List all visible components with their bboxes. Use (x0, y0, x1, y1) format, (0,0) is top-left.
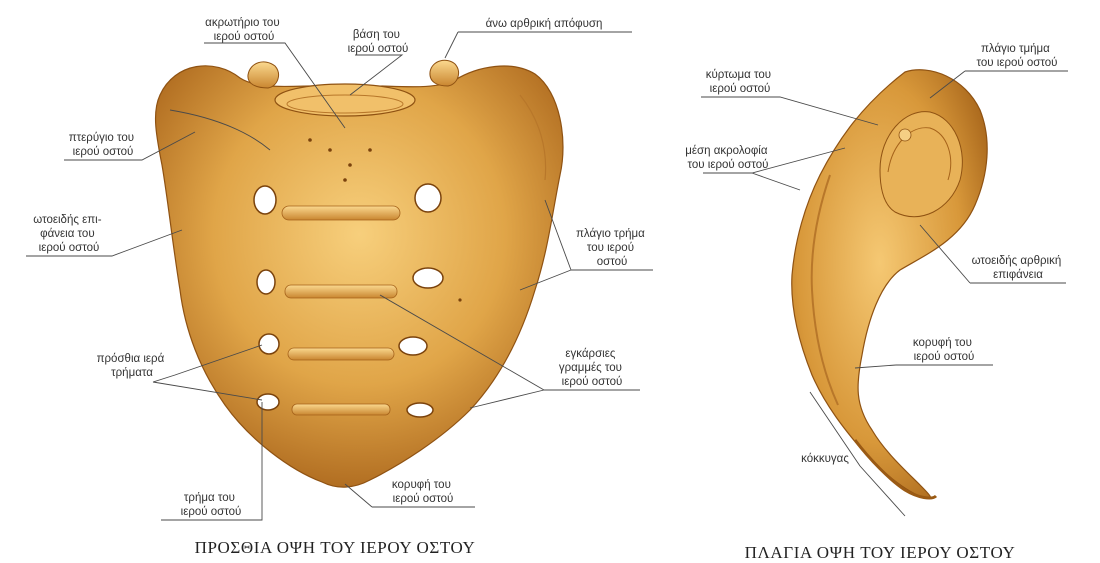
right-articular-process (430, 60, 459, 86)
foramen-left-1 (254, 186, 276, 214)
label-auricular-side: ωτοειδής αρθρική επιφάνεια (972, 255, 1065, 281)
label-apex-side: κορυφή του ιερού οστού (913, 337, 975, 363)
label-foramen: τρήμα του ιερού οστού (181, 492, 242, 518)
label-lateral-part-front: πλάγιο τρήμα του ιερού οστού (576, 228, 648, 268)
label-superior-articular: άνω αρθρική απόφυση (486, 18, 603, 30)
label-auricular-front: ωτοειδής επι- φάνεια του ιερού οστού (33, 214, 104, 254)
foramen-left-2 (257, 270, 275, 294)
sacrum-front-view (156, 60, 563, 487)
label-transverse-lines: εγκάρσιες γραμμές του ιερού οστού (559, 348, 625, 388)
transverse-ridge-2 (285, 285, 397, 298)
label-lateral-part-side: πλάγιο τμήμα του ιερού οστού (977, 43, 1058, 69)
sacrum-front-body (156, 66, 563, 487)
foramen-right-3 (399, 337, 427, 355)
label-median-crest: μέση ακρολοφία του ιερού οστού (685, 145, 770, 171)
label-ala: πτερύγιο του ιερού οστού (69, 132, 138, 158)
foramen-left-4 (257, 394, 279, 410)
label-curvature: κύρτωμα του ιερού οστού (706, 69, 775, 95)
sacrum-side-view (792, 70, 987, 499)
label-promontory: ακρωτήριο του ιερού οστού (205, 17, 283, 43)
transverse-ridge-1 (282, 206, 400, 220)
label-anterior-foramina: πρόσθια ιερά τρήματα (97, 353, 168, 379)
label-base: βάση του ιερού οστού (348, 29, 409, 55)
foramen-left-3 (259, 334, 279, 354)
foramen-right-1 (415, 184, 441, 212)
sacral-base (275, 84, 415, 116)
transverse-ridge-3 (288, 348, 394, 360)
label-coccyx: κόκκυγας (801, 453, 849, 465)
left-articular-process (248, 62, 279, 88)
foramen-right-4 (407, 403, 433, 417)
caption-front: ΠΡΟΣΘΙΑ ΟΨΗ ΤΟΥ ΙΕΡΟΥ ΟΣΤΟΥ (195, 538, 476, 557)
transverse-ridge-4 (292, 404, 390, 415)
caption-side: ΠΛΑΓΙΑ ΟΨΗ ΤΟΥ ΙΕΡΟΥ ΟΣΤΟΥ (745, 543, 1016, 562)
foramen-right-2 (413, 268, 443, 288)
label-apex-front: κορυφή του ιερού οστού (392, 479, 454, 505)
